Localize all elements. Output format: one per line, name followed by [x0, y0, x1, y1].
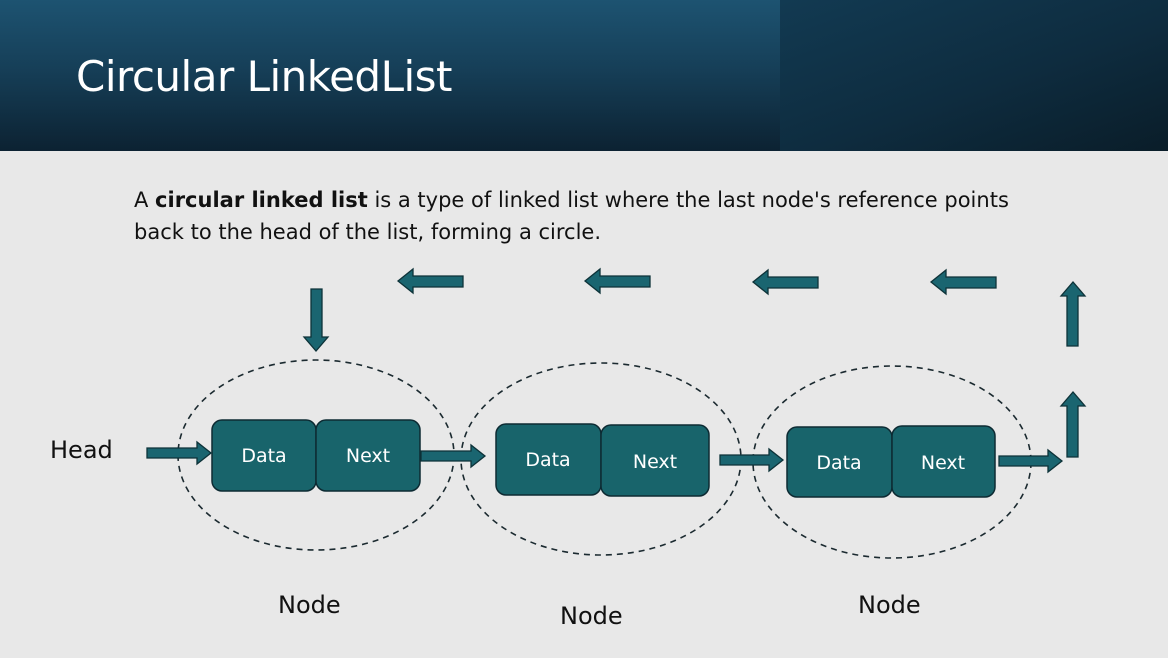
node-3-data-label: Data	[816, 452, 861, 474]
banner-accent-panel	[780, 0, 1168, 151]
return-up-arrow-upper	[1059, 281, 1087, 347]
title-banner: Circular LinkedList	[0, 0, 1168, 151]
return-left-arrow-3	[751, 268, 819, 296]
node-2-next-box	[600, 424, 710, 497]
slide-title: Circular LinkedList	[76, 52, 453, 101]
node-1-next-label: Next	[346, 445, 390, 467]
node-3-next-box	[891, 425, 996, 498]
description-term: circular linked list	[155, 188, 368, 212]
description-text: A circular linked list is a type of link…	[134, 184, 1034, 248]
node-2-data-label: Data	[525, 449, 570, 471]
description-prefix: A	[134, 188, 156, 212]
return-left-arrow-4	[929, 268, 997, 296]
node-2-to-3-arrow	[719, 447, 785, 473]
node-2-caption: Node	[560, 602, 623, 630]
description-rest: is a type of linked list where the last …	[134, 188, 1009, 244]
node-3-next-label: Next	[921, 452, 965, 474]
node-1-to-2-arrow	[420, 443, 487, 469]
node-1-caption: Node	[278, 591, 341, 619]
return-up-arrow-lower	[1059, 391, 1087, 458]
node-2-next-label: Next	[633, 451, 677, 473]
head-label: Head	[50, 436, 113, 464]
return-down-arrow	[302, 288, 330, 352]
node-1-data-label: Data	[241, 445, 286, 467]
node-1-next-box	[315, 419, 421, 492]
head-arrow	[146, 440, 213, 466]
node-3-caption: Node	[858, 591, 921, 619]
node-3-out-arrow	[998, 448, 1064, 474]
return-left-arrow-2	[583, 267, 651, 295]
return-left-arrow-1	[396, 267, 464, 295]
